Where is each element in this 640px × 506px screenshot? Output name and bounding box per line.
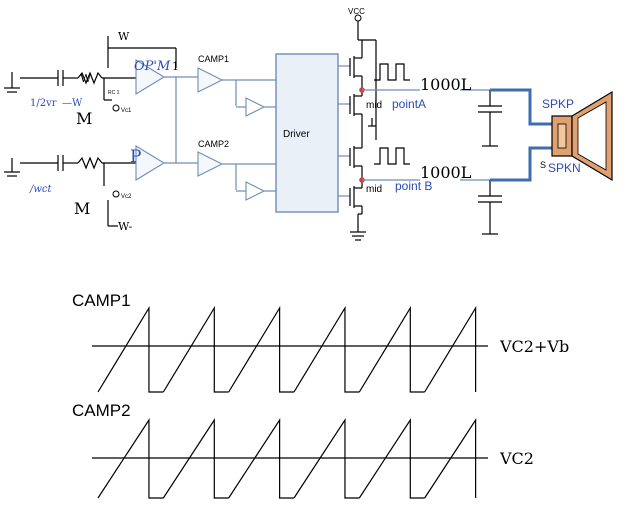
reference-label: VC2+Vb (499, 337, 569, 356)
sawtooth-tooth (424, 417, 477, 499)
waveform-camp1: CAMP1 VC2+Vb (72, 291, 569, 393)
m-bottom-label: M (74, 199, 90, 218)
sawtooth-tooth (358, 305, 425, 393)
camp1-label: CAMP1 (198, 54, 229, 64)
waveform-title: CAMP1 (72, 291, 131, 310)
sawtooth-tooth (228, 417, 294, 499)
sawtooth-tooth (97, 305, 164, 393)
sawtooth-tooth (97, 417, 164, 499)
vct-label: /wct (29, 184, 53, 195)
p-label: P (130, 147, 141, 167)
capacitor-top (478, 90, 502, 147)
mosfet-low-b (349, 180, 363, 215)
waveform-camp2: CAMP2 VC2 (72, 401, 534, 499)
schematic: VCC W W 1/2vr —W RC 1 Vc1 M OP'M 1 CAMP1… (4, 7, 613, 241)
opm-label: OP'M (134, 59, 171, 74)
spkn-prefix: S (540, 160, 546, 170)
input-path-bottom (20, 155, 136, 227)
square-wave-icon (374, 147, 410, 165)
sawtooth-tooth (162, 305, 229, 393)
buffer-top (245, 97, 266, 117)
speaker-icon (551, 90, 613, 182)
spkp-label: SPKP (542, 97, 574, 111)
half-vr-label: 1/2vr (30, 98, 57, 109)
comparator-camp2 (197, 151, 224, 177)
opamp-bottom (135, 145, 166, 181)
mid-bottom-label: mid (366, 184, 382, 195)
ground-icon (4, 158, 20, 177)
sawtooth-tooth (228, 305, 294, 393)
point-a-label: pointA (392, 97, 426, 111)
sawtooth-tooth (162, 417, 229, 499)
ground-icon (4, 72, 20, 93)
point-b-label: point B (395, 179, 432, 193)
m-top-label: M (76, 109, 92, 128)
driver-label: Driver (283, 129, 310, 140)
vc2-label: Vc2 (121, 194, 132, 200)
waveform-panel: CAMP1 VC2+Vb CAMP2 VC2 (72, 291, 569, 499)
vcc-rail (354, 14, 377, 140)
mosfet-high-b (349, 134, 363, 180)
input-path-top (20, 70, 136, 112)
driver-block (275, 53, 339, 213)
capacitor-bottom (478, 180, 502, 235)
inductor-top-label: 1000L (420, 75, 472, 94)
spkn-label: SPKN (548, 161, 581, 175)
reference-label: VC2 (499, 449, 534, 468)
w-top-label: W (118, 30, 130, 43)
mid-top-label: mid (366, 100, 382, 111)
vcc-label: VCC (348, 7, 365, 16)
sawtooth-tooth (358, 417, 425, 499)
sawtooth-tooth (424, 305, 477, 393)
opm-suffix: 1 (172, 60, 179, 73)
buffer-bottom (245, 181, 266, 201)
inductor-bottom-label: 1000L (420, 163, 472, 182)
w-input-label: W (80, 72, 92, 85)
comparator-camp1 (197, 67, 224, 93)
mosfet-high-a (349, 40, 363, 90)
feedback-top (107, 36, 177, 68)
w-dash-label: —W (62, 98, 83, 109)
mosfet-low-a (349, 90, 363, 134)
camp2-label: CAMP2 (198, 139, 229, 149)
vc1-label: Vc1 (121, 108, 132, 114)
sawtooth-tooth (293, 305, 360, 393)
w-minus-label: W- (118, 220, 133, 233)
waveform-title: CAMP2 (72, 401, 131, 420)
ground-icon (350, 214, 366, 241)
square-wave-icon (374, 63, 410, 81)
rc-label: RC 1 (108, 90, 120, 96)
opamp-top (135, 59, 166, 95)
sawtooth-tooth (293, 417, 360, 499)
